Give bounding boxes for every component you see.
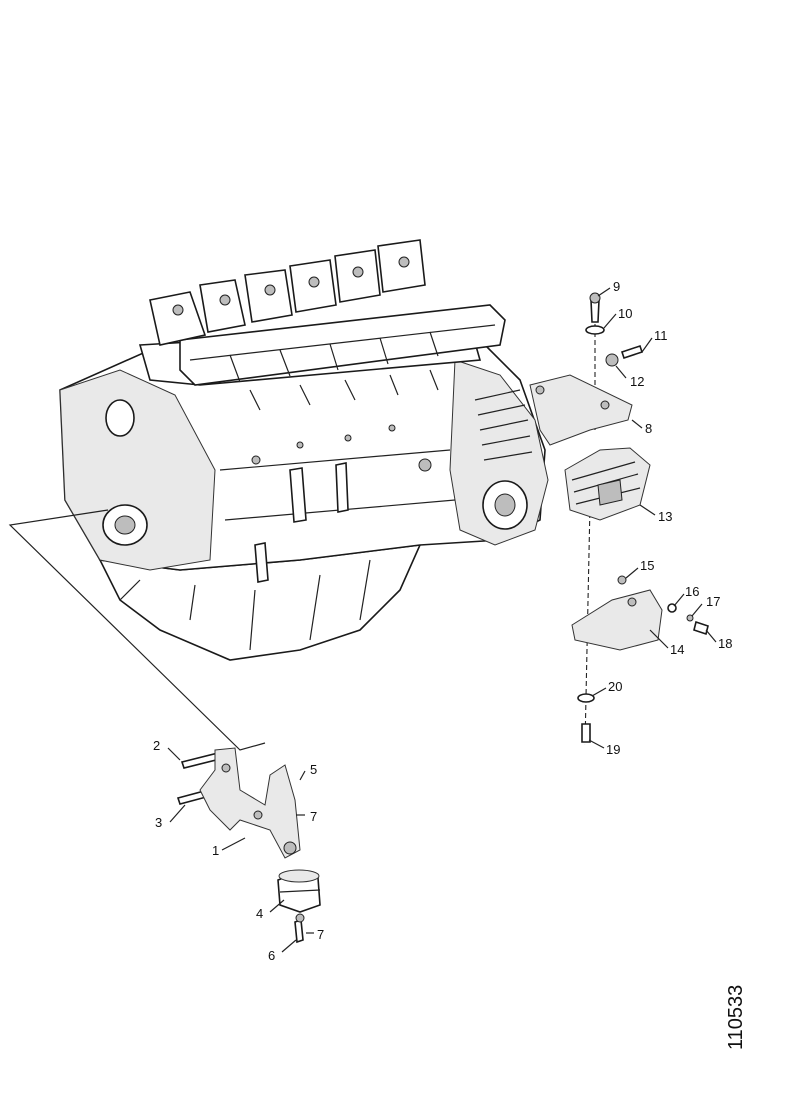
- callout-7-upper: 7: [310, 809, 317, 824]
- callout-20: 20: [608, 679, 622, 694]
- callout-5: 5: [310, 762, 317, 777]
- callout-2: 2: [153, 738, 160, 753]
- front-mount-assembly: [176, 747, 321, 944]
- rear-mount-assembly: [529, 292, 709, 743]
- rear-mount-axis: [584, 300, 596, 746]
- reference-number: 110533: [725, 985, 747, 1050]
- engine-illustration: [59, 239, 549, 661]
- callout-1: 1: [212, 843, 219, 858]
- callout-14: 14: [670, 642, 684, 657]
- callout-3: 3: [155, 815, 162, 830]
- callout-18: 18: [718, 636, 732, 651]
- callout-11: 11: [654, 328, 668, 343]
- callout-labels: 1 2 3 4 5 6 7 7 8 9 10 11 12 13 14 15 16…: [153, 279, 732, 963]
- callout-15: 15: [640, 558, 654, 573]
- leader-lines: [167, 287, 717, 953]
- callout-7-lower: 7: [317, 927, 324, 942]
- callout-9: 9: [613, 279, 620, 294]
- callout-8: 8: [645, 421, 652, 436]
- front-mount-leader: [8, 509, 266, 751]
- callout-6: 6: [268, 948, 275, 963]
- callout-4: 4: [256, 906, 263, 921]
- callout-13: 13: [658, 509, 672, 524]
- callout-12: 12: [630, 374, 644, 389]
- callout-10: 10: [618, 306, 632, 321]
- callout-19: 19: [606, 742, 620, 757]
- callout-16: 16: [685, 584, 699, 599]
- callout-17: 17: [706, 594, 720, 609]
